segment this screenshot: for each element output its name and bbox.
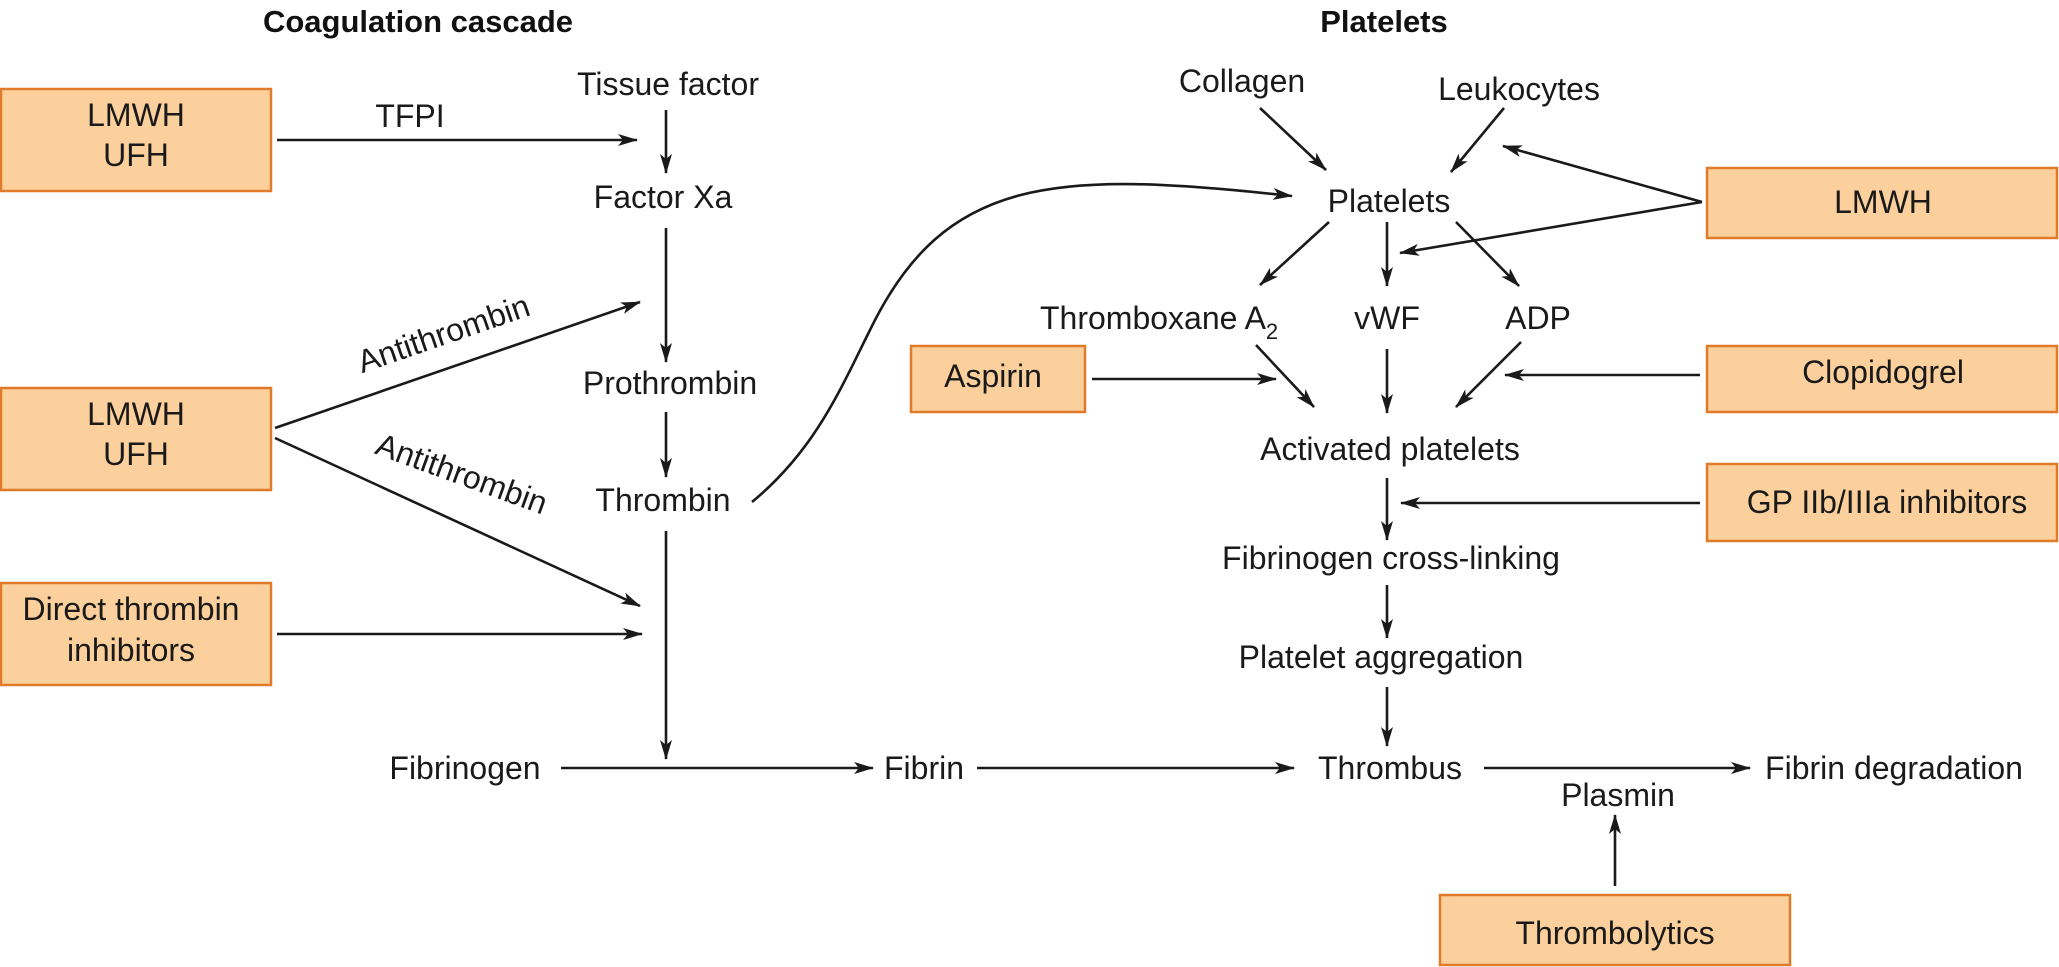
node-thrombin: Thrombin (595, 482, 730, 518)
drug-label-direct-thrombin: Direct thrombin (23, 591, 240, 627)
heading-coagulation-cascade: Coagulation cascade (263, 4, 573, 39)
drug-label-lmwh: LMWH (87, 97, 185, 133)
drug-label-lmwh: LMWH (87, 396, 185, 432)
arrow-antithrombin-upper (274, 300, 641, 430)
node-prothrombin: Prothrombin (583, 365, 757, 401)
drug-box-lmwh-ufh-middle: LMWH UFH (0, 386, 273, 492)
drug-label-aspirin: Aspirin (944, 358, 1042, 394)
drug-label-lmwh: LMWH (1834, 184, 1932, 220)
drug-box-lmwh-right: LMWH (1705, 166, 2059, 240)
arrow-antithrombin-lower (274, 436, 641, 608)
node-thrombus: Thrombus (1318, 750, 1462, 786)
node-fibrinogen-cross-linking: Fibrinogen cross-linking (1222, 540, 1560, 576)
arrow-platelets-to-thromboxane (1259, 221, 1330, 286)
drug-label-clopidogrel: Clopidogrel (1802, 354, 1964, 390)
node-collagen: Collagen (1179, 63, 1305, 99)
arrow-platelets-to-adp (1455, 221, 1520, 287)
node-platelet-aggregation: Platelet aggregation (1239, 639, 1524, 675)
node-platelets: Platelets (1328, 183, 1451, 219)
drug-box-gp-iib-iiia-inhibitors: GP IIb/IIIa inhibitors (1705, 462, 2059, 543)
arrows-coagulation (274, 110, 1751, 886)
edge-label-antithrombin-lower: Antithrombin (371, 426, 552, 521)
drug-label-inhibitors: inhibitors (67, 632, 195, 668)
node-fibrinogen: Fibrinogen (389, 750, 540, 786)
node-fibrin-degradation: Fibrin degradation (1765, 750, 2023, 786)
drug-label-ufh: UFH (103, 436, 169, 472)
arrow-thromboxane-to-activated (1255, 344, 1315, 408)
drug-label-ufh: UFH (103, 137, 169, 173)
node-tissue-factor: Tissue factor (577, 66, 759, 102)
node-vwf: vWF (1354, 300, 1420, 336)
node-factor-xa: Factor Xa (594, 179, 733, 215)
heading-platelets: Platelets (1320, 4, 1448, 39)
drug-box-direct-thrombin-inhibitors: Direct thrombin inhibitors (0, 581, 273, 687)
node-fibrin: Fibrin (884, 750, 964, 786)
arrow-collagen-to-platelets (1259, 107, 1327, 171)
drug-label-gp-iib-iiia: GP IIb/IIIa inhibitors (1747, 484, 2027, 520)
drug-box-clopidogrel: Clopidogrel (1705, 344, 2059, 414)
node-activated-platelets: Activated platelets (1260, 431, 1520, 467)
arrow-leukocytes-to-platelets (1449, 107, 1506, 173)
drug-box-thrombolytics: Thrombolytics (1438, 893, 1792, 967)
drug-label-thrombolytics: Thrombolytics (1515, 915, 1714, 951)
arrows-platelets (1092, 107, 1703, 747)
drug-box-aspirin: Aspirin (909, 344, 1087, 414)
edge-label-antithrombin-upper: Antithrombin (353, 287, 535, 380)
edge-label-tfpi: TFPI (375, 98, 444, 134)
arrow-thrombin-to-platelets (751, 182, 1293, 504)
edge-label-plasmin: Plasmin (1561, 777, 1675, 813)
arrow-lmwh-to-leukocytes (1502, 144, 1703, 204)
arrow-lmwh-to-vwf (1399, 200, 1703, 256)
node-adp: ADP (1505, 300, 1571, 336)
drug-box-lmwh-ufh-top: LMWH UFH (0, 87, 273, 193)
node-leukocytes: Leukocytes (1438, 71, 1600, 107)
arrow-adp-to-activated (1455, 341, 1522, 408)
node-thromboxane-a2: Thromboxane A2 (1040, 300, 1278, 344)
